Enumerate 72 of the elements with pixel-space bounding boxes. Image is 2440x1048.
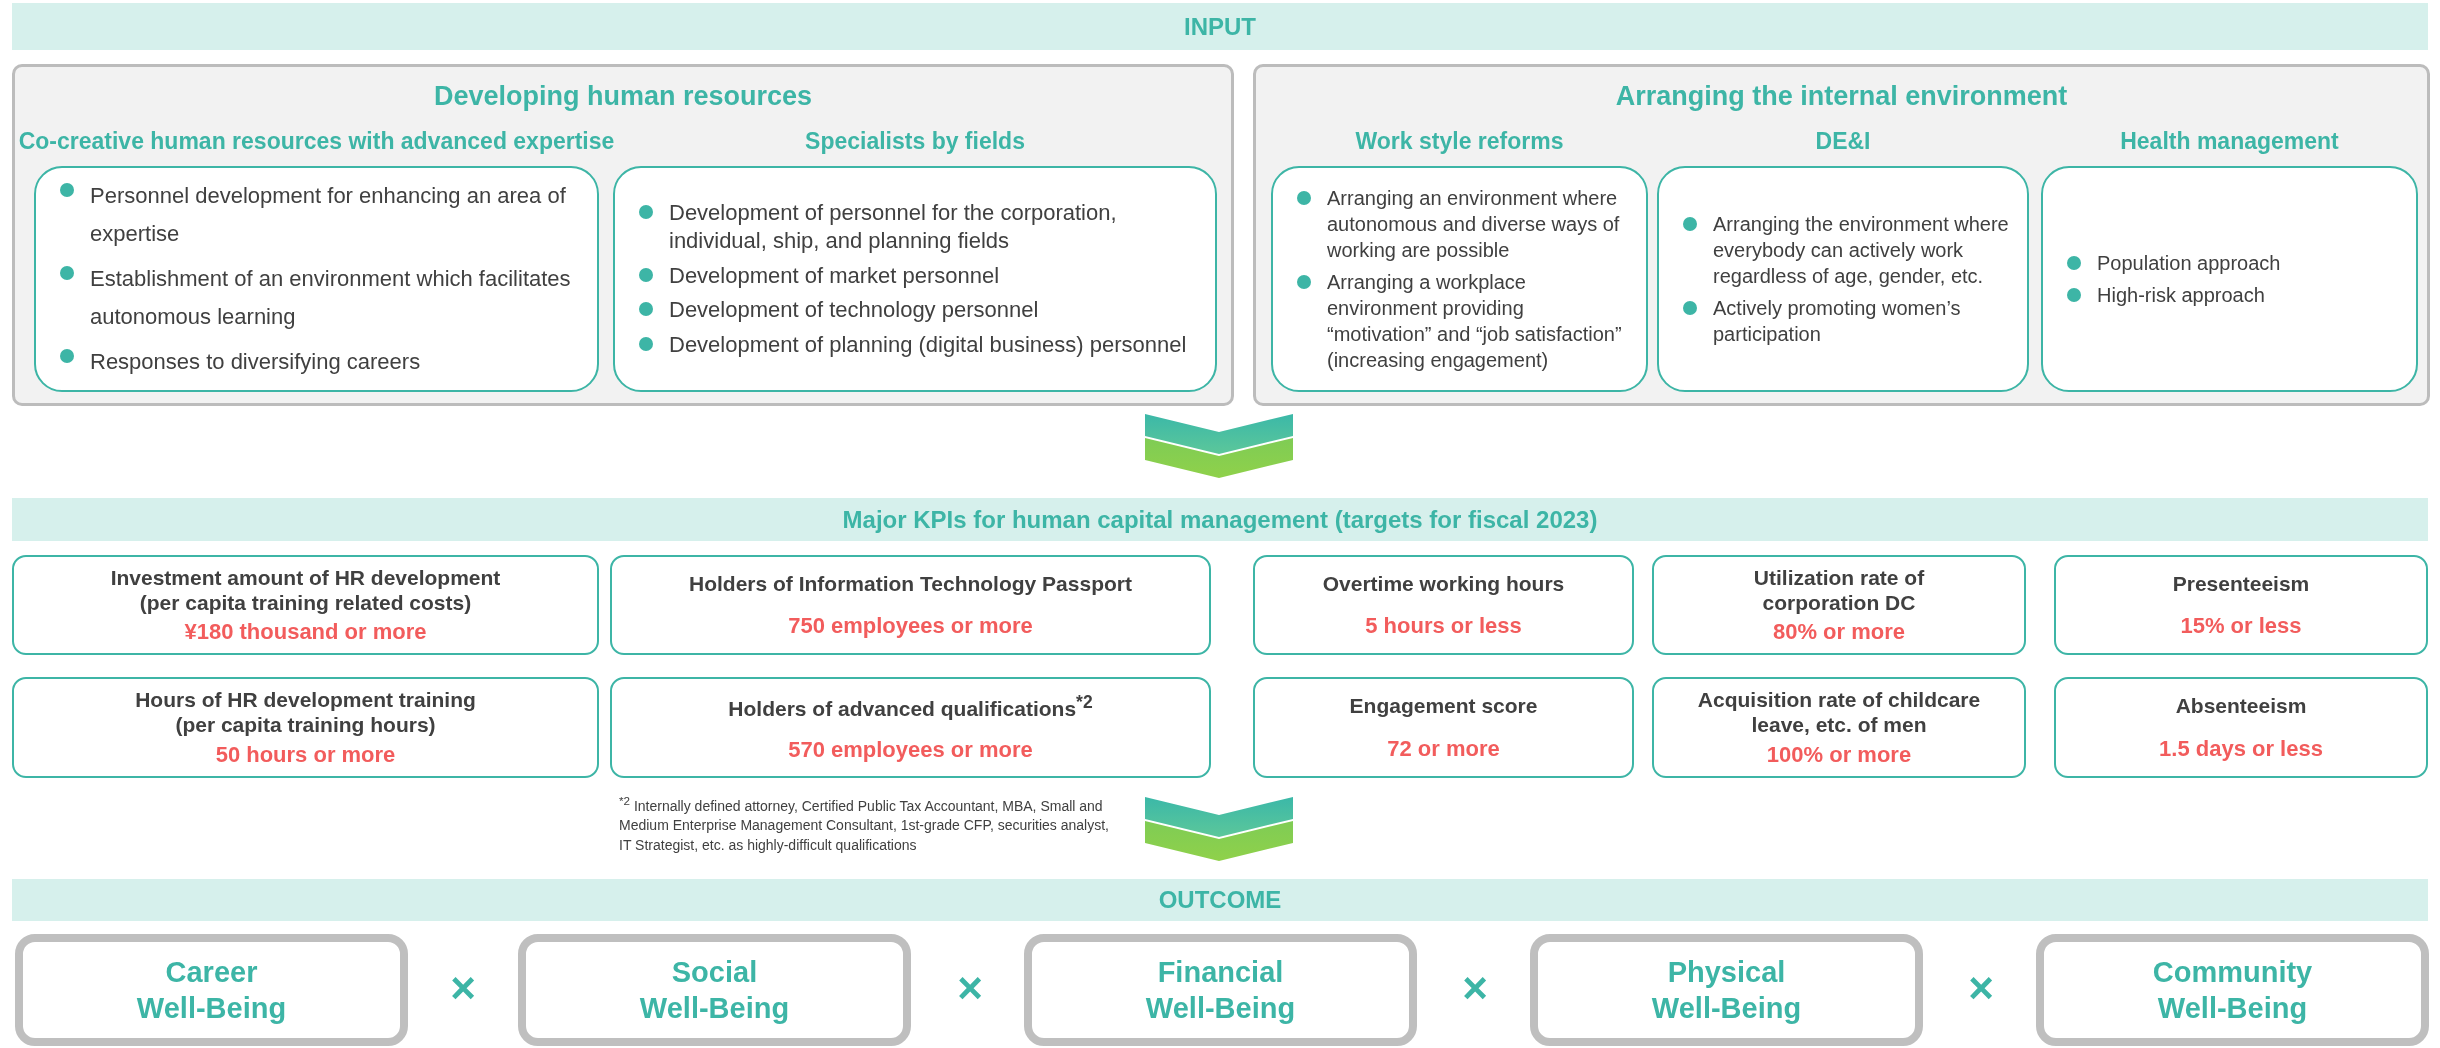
outcome-box — [1530, 934, 1923, 1046]
bullet-item: Development of technology personnel — [635, 296, 1201, 325]
bullet-item: Development of market personnel — [635, 261, 1201, 291]
kpi-box — [12, 677, 599, 778]
panel-heading: Arranging the internal environment — [1614, 81, 2069, 112]
kpi-name: Investment amount of HR development (per capita training related costs) — [109, 564, 502, 616]
bullet-item: Personnel development for enhancing an area of expertise — [56, 176, 583, 254]
outcome-label: Financial Well-Being — [1144, 954, 1297, 1026]
bullet-item: Responses to diversifying careers — [56, 342, 583, 382]
kpi-target: 15% or less — [2180, 612, 2302, 639]
outcome-label: Social Well-Being — [638, 954, 791, 1026]
outcome-box — [15, 934, 408, 1046]
multiply-sign: × — [1461, 966, 1489, 1010]
group-panel — [1253, 64, 2430, 406]
kpi-box — [1652, 677, 2026, 778]
kpi-target: 570 employees or more — [788, 736, 1033, 763]
kpi-target: 100% or more — [1766, 741, 1912, 768]
kpi-target: 80% or more — [1772, 619, 1906, 646]
bullet-item: High-risk approach — [2063, 282, 2402, 308]
outcome-box — [2036, 934, 2429, 1046]
group-panel — [12, 64, 1234, 406]
kpi-name: Acquisition rate of childcare leave, etc. of men — [1696, 687, 1982, 738]
kpi-box — [2054, 677, 2428, 778]
kpi-box — [1652, 555, 2026, 655]
outcome-box — [1024, 934, 1417, 1046]
kpi-box — [610, 555, 1211, 655]
kpi-target: 5 hours or less — [1365, 612, 1522, 639]
box-heading: Health management — [2119, 128, 2340, 155]
section-band — [12, 498, 2428, 541]
kpi-target: 50 hours or more — [215, 741, 396, 768]
kpi-box — [1253, 555, 1634, 655]
multiply-sign: × — [449, 966, 477, 1010]
outcome-box — [518, 934, 911, 1046]
outcome-label: Physical Well-Being — [1650, 954, 1803, 1026]
section-band — [12, 879, 2428, 921]
section-heading: OUTCOME — [1158, 886, 1282, 914]
section-heading: INPUT — [1184, 12, 1256, 41]
bullet-item: Arranging the environment where everybody can actively work regardless of age, gender, etc. — [1679, 211, 2013, 289]
bullet-item: Arranging an environment where autonomous and diverse ways of working are possible — [1293, 185, 1632, 263]
kpi-target: 72 or more — [1387, 735, 1500, 762]
kpi-name: Utilization rate of corporation DC — [1752, 564, 1926, 616]
box-heading: Work style reforms — [1354, 128, 1565, 155]
bullet-item: Development of planning (digital business) personnel — [635, 330, 1201, 360]
multiply-sign: × — [1967, 966, 1995, 1010]
kpi-target: 750 employees or more — [788, 612, 1033, 639]
kpi-box — [1253, 677, 1634, 778]
kpi-target: ¥180 thousand or more — [184, 619, 427, 646]
box-heading: Co-creative human resources with advanced expertise — [17, 128, 616, 155]
multiply-sign: × — [956, 966, 984, 1010]
kpi-name: Engagement score — [1349, 693, 1538, 719]
outcome-label: Career Well-Being — [135, 954, 288, 1026]
kpi-name: Overtime working hours — [1322, 571, 1565, 597]
footnote: $^{*2}$ Internally defined attorney, Certified Public Tax Accountant, MBA, Small and Medium Enterprise Management Consultant, 1st-grade CFP, securities analyst, IT Strategist, etc. as highly-difficult qualifications — [619, 793, 1110, 855]
box-heading: DE&I — [1814, 128, 1872, 155]
kpi-name: Hours of HR development training (per capita training hours) — [134, 687, 477, 738]
outcome-label: Community Well-Being — [2151, 954, 2314, 1026]
panel-heading: Developing human resources — [432, 81, 814, 112]
kpi-box — [2054, 555, 2428, 655]
kpi-box — [610, 677, 1211, 778]
kpi-box — [12, 555, 599, 655]
bullet-item: Population approach — [2063, 250, 2402, 276]
section-heading: Major KPIs for human capital management (targets for fiscal 2023) — [842, 505, 1598, 534]
kpi-target: 1.5 days or less — [2159, 735, 2323, 762]
kpi-name: Absenteeism — [2175, 693, 2307, 719]
kpi-name: Holders of advanced qualifications$^{*2}$ — [728, 692, 1093, 722]
bullet-item: Development of personnel for the corporation, individual, ship, and planning fields — [635, 198, 1201, 256]
bullet-item: Establishment of an environment which facilitates autonomous learning — [56, 259, 583, 337]
bullet-item: Arranging a workplace environment providing “motivation” and “job satisfaction” (increasing engagement) — [1293, 269, 1632, 373]
kpi-name: Presenteeism — [2172, 571, 2310, 597]
bullet-item: Actively promoting women’s participation — [1679, 295, 2013, 347]
kpi-name: Holders of Information Technology Passport — [689, 571, 1132, 597]
section-band — [12, 3, 2428, 50]
